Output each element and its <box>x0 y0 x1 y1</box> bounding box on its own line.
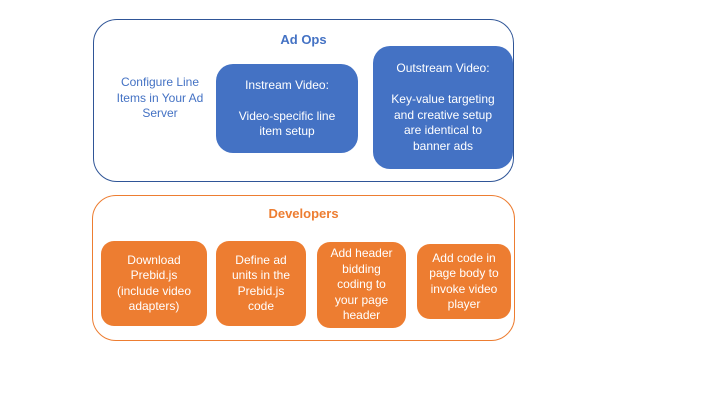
ad-ops-note: Configure Line Items in Your Ad Server <box>116 75 204 120</box>
ad-ops-group: Ad Ops Configure Line Items in Your Ad S… <box>93 19 514 182</box>
developers-title: Developers <box>268 206 339 221</box>
developers-group: Developers Download Prebid.js (include v… <box>92 195 515 341</box>
invoke-video-player-box: Add code in page body to invoke video pl… <box>417 244 511 319</box>
ad-ops-title: Ad Ops <box>280 32 327 47</box>
define-ad-units-box: Define ad units in the Prebid.js code <box>216 241 306 326</box>
download-prebid-box: Download Prebid.js (include video adapte… <box>101 241 207 326</box>
header-bidding-code-box: Add header bidding coding to your page h… <box>317 242 406 328</box>
outstream-video-box: Outstream Video: Key-value targeting and… <box>373 46 513 169</box>
instream-video-box: Instream Video: Video-specific line item… <box>216 64 358 153</box>
